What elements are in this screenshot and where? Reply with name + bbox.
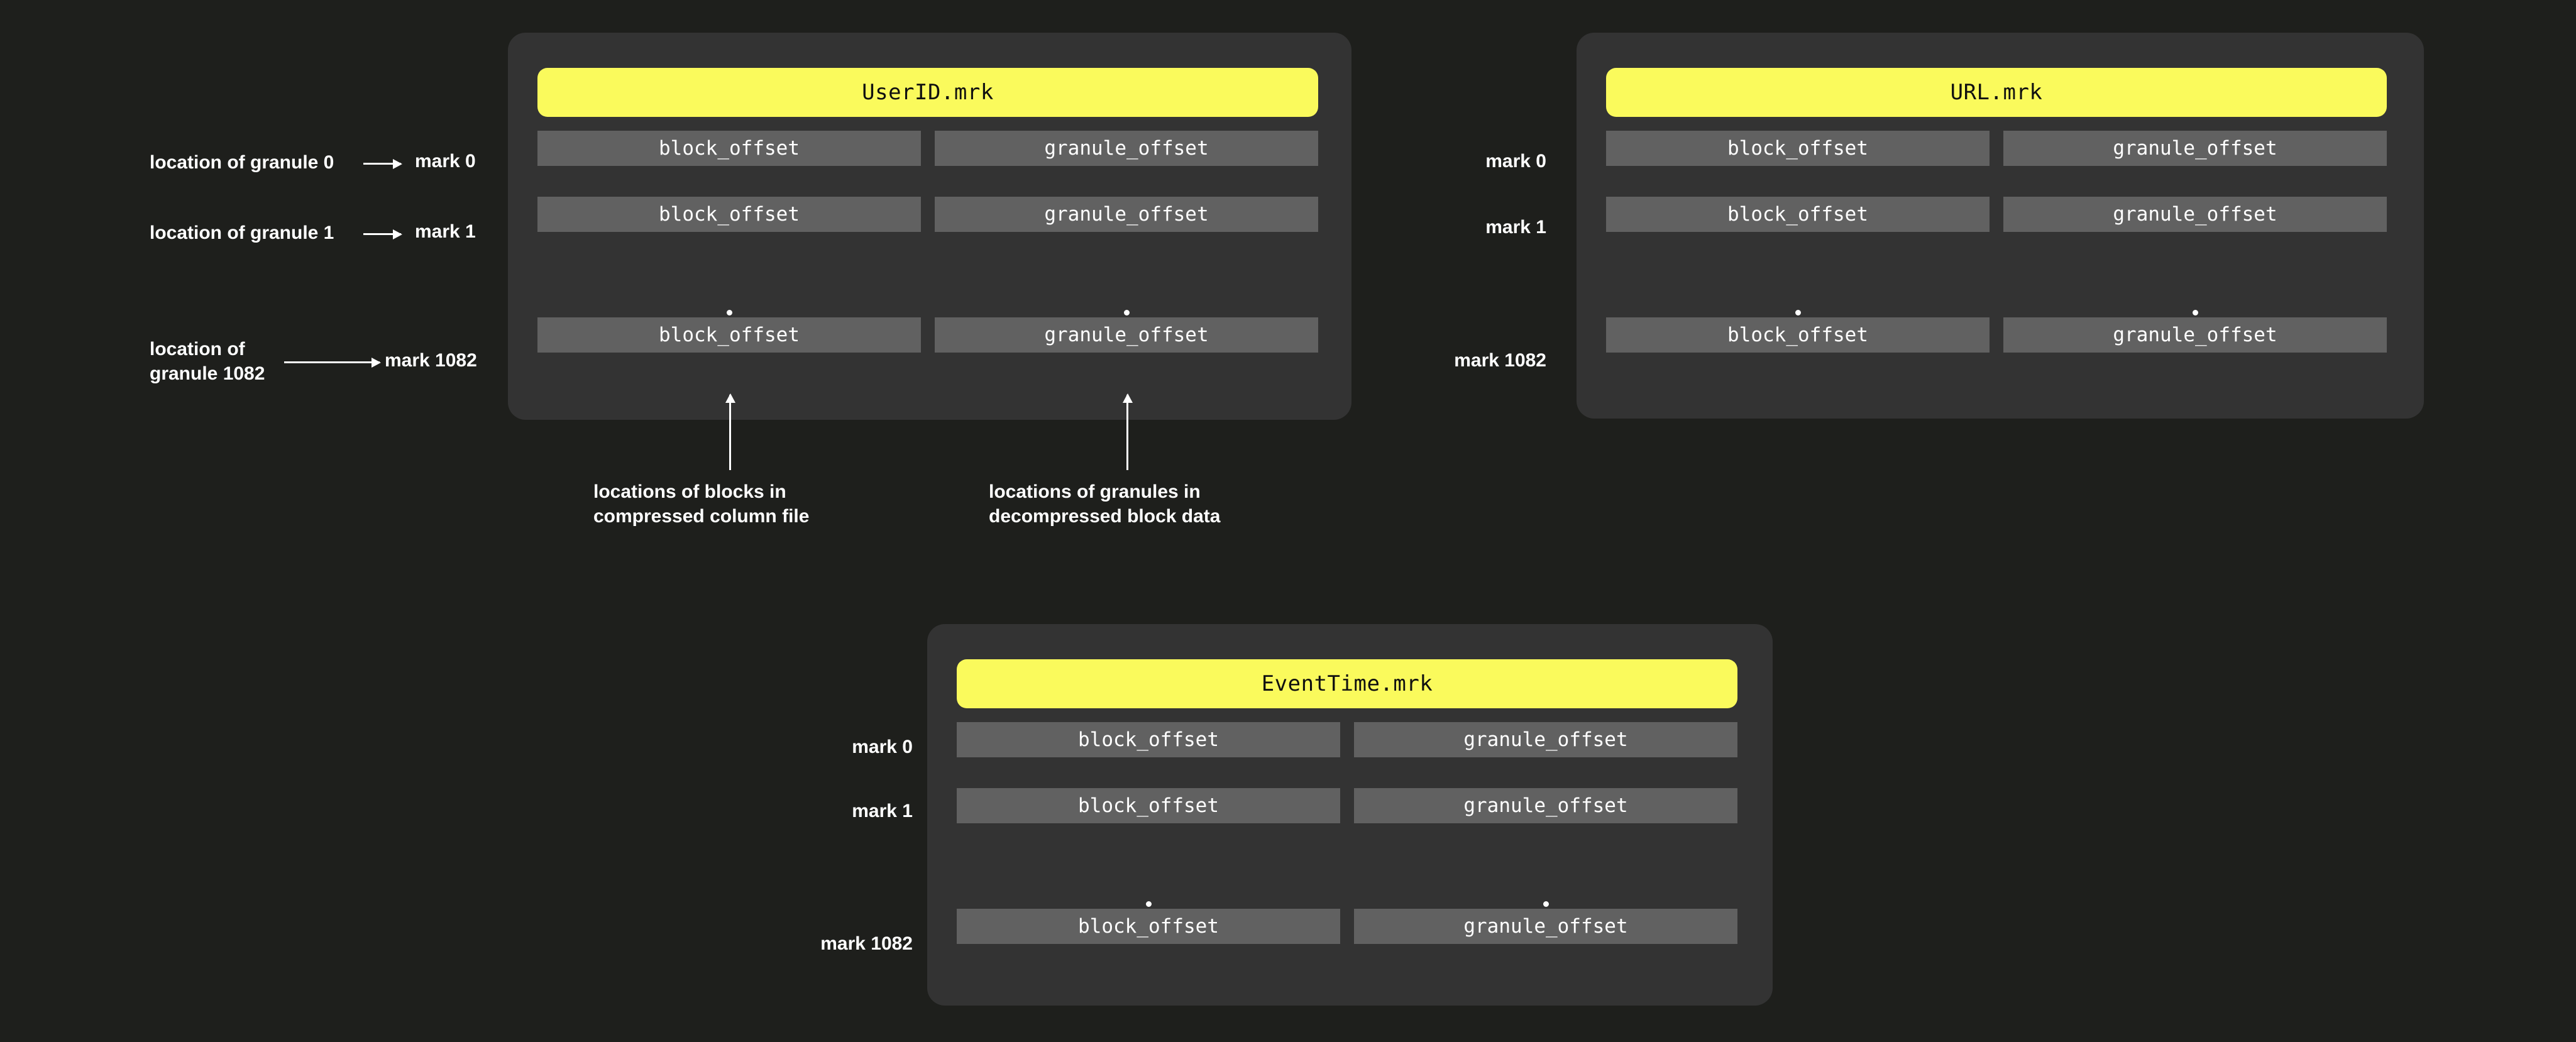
cell-url-1-granule-offset[interactable]: granule_offset [2003,197,2387,232]
cell-eventtime-1082-granule-offset[interactable]: granule_offset [1354,909,1737,944]
panel-title-eventtime: EventTime.mrk [957,659,1737,708]
annotation-granule-1-source: location of granule 1 [150,222,334,243]
mark-label-userid-1082: mark 1082 [385,350,477,371]
cell-url-1082-block-offset[interactable]: block_offset [1606,317,1990,353]
cell-eventtime-0-block-offset[interactable]: block_offset [957,722,1340,757]
cell-eventtime-1-granule-offset[interactable]: granule_offset [1354,788,1737,823]
mark-label-eventtime-1082: mark 1082 [820,933,913,954]
caption-granules: locations of granules in decompressed bl… [989,481,1221,527]
panel-eventtime-mrk: EventTime.mrk block_offset granule_offse… [927,624,1773,1006]
cell-url-0-block-offset[interactable]: block_offset [1606,131,1990,166]
cell-userid-0-block-offset[interactable]: block_offset [537,131,921,166]
panel-userid-mrk: UserID.mrk block_offset granule_offset b… [508,33,1351,420]
arrow-caption-granules [1126,395,1128,470]
mark-label-eventtime-1: mark 1 [852,801,913,821]
arrow-granule-1 [363,233,401,235]
panel-url-mrk: URL.mrk block_offset granule_offset bloc… [1577,33,2424,419]
annotation-granule-1082-source-line2: granule 1082 [150,363,265,384]
annotation-granule-0-source: location of granule 0 [150,152,334,173]
panel-title-url: URL.mrk [1606,68,2387,117]
mark-label-url-1: mark 1 [1485,217,1546,238]
cell-eventtime-1082-block-offset[interactable]: block_offset [957,909,1340,944]
cell-userid-1082-granule-offset[interactable]: granule_offset [935,317,1318,353]
cell-userid-1-granule-offset[interactable]: granule_offset [935,197,1318,232]
mark-label-userid-1: mark 1 [415,221,476,242]
mark-label-url-1082: mark 1082 [1454,350,1546,371]
panel-title-userid: UserID.mrk [537,68,1318,117]
arrow-granule-1082 [284,361,380,363]
cell-url-0-granule-offset[interactable]: granule_offset [2003,131,2387,166]
mark-label-url-0: mark 0 [1485,151,1546,172]
arrow-granule-0 [363,163,401,165]
cell-url-1082-granule-offset[interactable]: granule_offset [2003,317,2387,353]
annotation-granule-1082-source-line1: location of [150,339,245,359]
cell-eventtime-0-granule-offset[interactable]: granule_offset [1354,722,1737,757]
caption-blocks: locations of blocks in compressed column… [593,481,810,527]
arrow-caption-blocks [729,395,731,470]
cell-userid-1082-block-offset[interactable]: block_offset [537,317,921,353]
cell-userid-1-block-offset[interactable]: block_offset [537,197,921,232]
mark-label-eventtime-0: mark 0 [852,737,913,757]
cell-eventtime-1-block-offset[interactable]: block_offset [957,788,1340,823]
mark-label-userid-0: mark 0 [415,151,476,172]
cell-url-1-block-offset[interactable]: block_offset [1606,197,1990,232]
cell-userid-0-granule-offset[interactable]: granule_offset [935,131,1318,166]
